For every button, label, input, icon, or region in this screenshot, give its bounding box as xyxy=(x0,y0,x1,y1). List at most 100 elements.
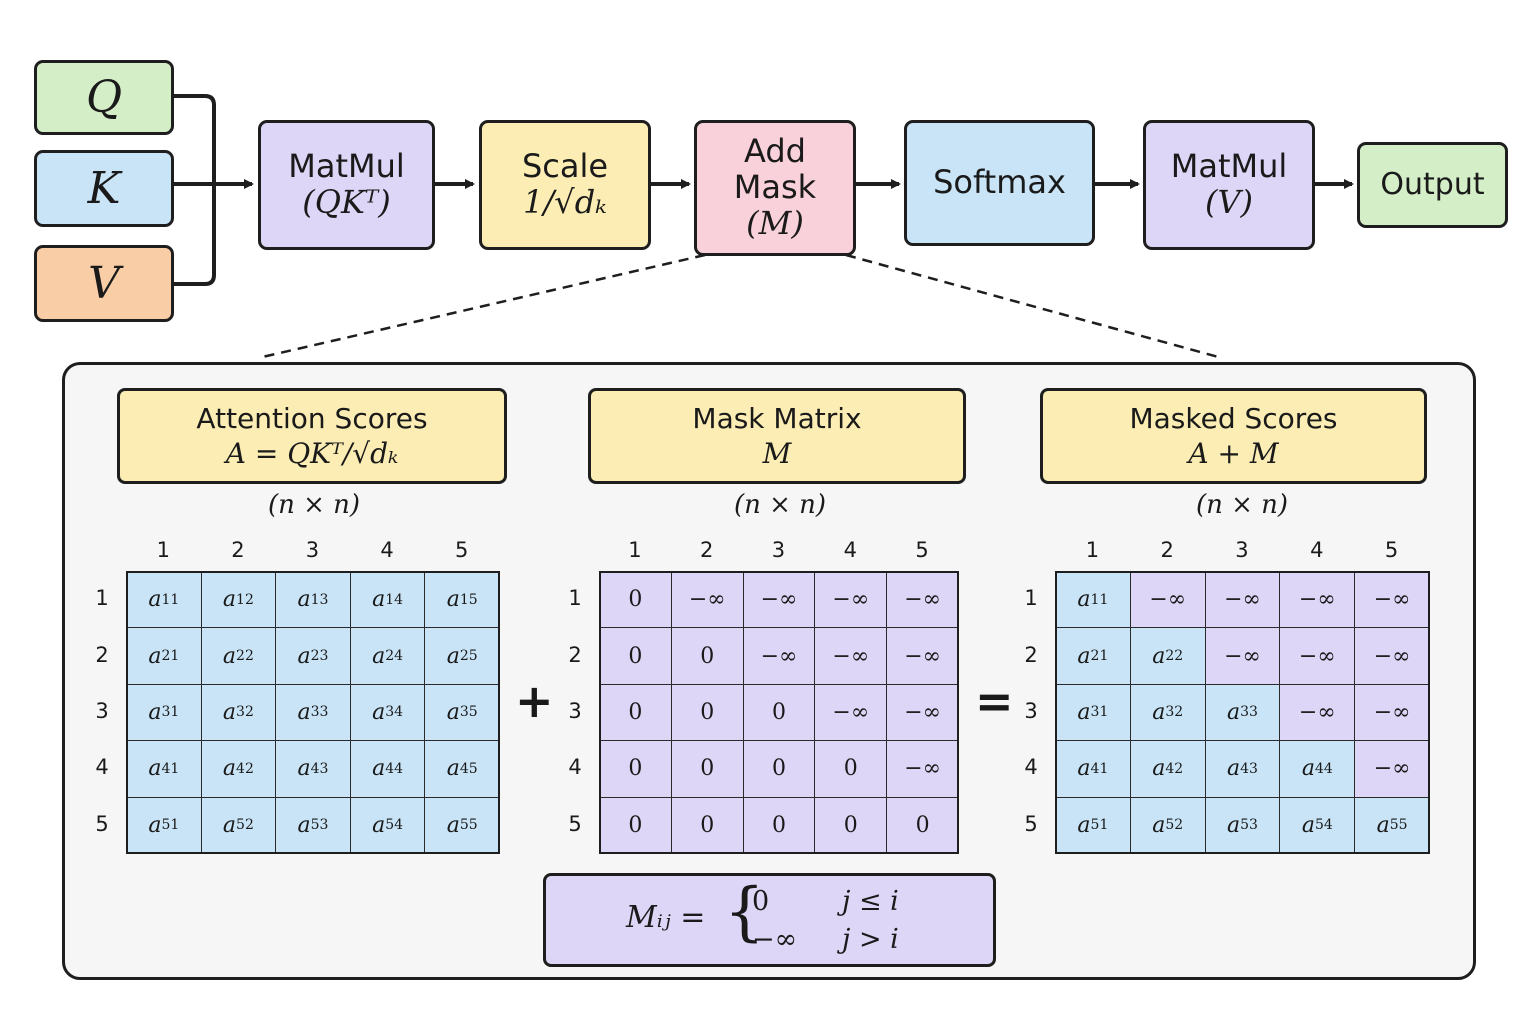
attention-scores-formula: A = QKᵀ/√dₖ xyxy=(225,437,399,470)
mask-dims: (n × n) xyxy=(733,490,827,520)
add-mask-node: Add Mask (M) xyxy=(694,120,856,256)
attention-row-index: 5 xyxy=(95,811,109,836)
matmul-qk-node: MatMul (QKᵀ) xyxy=(258,120,435,250)
masked-cell: −∞ xyxy=(1354,683,1430,742)
mask-cell: −∞ xyxy=(814,627,888,685)
case2-condition: j > i xyxy=(842,924,899,955)
mask-definition-lhs: Mᵢⱼ = xyxy=(626,900,706,935)
matmul-v-formula: (V) xyxy=(1204,183,1254,221)
mask-cell: −∞ xyxy=(742,627,816,685)
q-connector xyxy=(172,94,216,184)
mask-row-index: 2 xyxy=(568,642,582,667)
output-node: Output xyxy=(1357,142,1508,228)
mask-cell: −∞ xyxy=(886,740,959,798)
masked-scores-title: Masked Scores xyxy=(1129,402,1338,435)
masked-row-index: 4 xyxy=(1024,755,1038,780)
masked-col-index: 3 xyxy=(1235,538,1249,562)
attention-scores-title: Attention Scores xyxy=(196,402,428,435)
case1-value: 0 xyxy=(752,886,770,917)
attention-col-index: 3 xyxy=(305,538,320,562)
masked-row-index: 1 xyxy=(1024,586,1038,611)
mask-matrix-title: Mask Matrix xyxy=(692,402,862,435)
masked-scores-formula: A + M xyxy=(1188,437,1279,470)
masked-matrix-frame xyxy=(1055,571,1430,854)
masked-col-index: 1 xyxy=(1085,538,1100,562)
scale-formula: 1/√dₖ xyxy=(523,183,607,221)
mask-cell: 0 xyxy=(670,740,744,798)
attention-matrix-frame xyxy=(126,571,500,854)
matmul-qk-label: MatMul xyxy=(288,147,405,186)
masked-row-index: 2 xyxy=(1024,642,1038,667)
scale-node: Scale 1/√dₖ xyxy=(479,120,651,250)
softmax-label: Softmax xyxy=(933,163,1066,202)
output-label: Output xyxy=(1380,167,1485,203)
v-label: V xyxy=(88,257,120,309)
add-mask-label-line2: Mask xyxy=(733,168,817,207)
case1-condition: j ≤ i xyxy=(842,886,899,917)
masked-col-index: 4 xyxy=(1310,538,1324,562)
k-input-node: K xyxy=(34,150,174,227)
attention-col-index: 5 xyxy=(455,538,469,562)
mask-col-index: 1 xyxy=(628,538,642,562)
masked-cell: −∞ xyxy=(1354,740,1430,798)
matmul-v-node: MatMul (V) xyxy=(1143,120,1315,250)
mask-cell: 0 xyxy=(814,740,888,798)
mask-row-index: 4 xyxy=(568,755,582,780)
attention-row-index: 2 xyxy=(95,642,109,667)
mask-cell: 0 xyxy=(670,683,744,742)
attention-scores-header: Attention Scores A = QKᵀ/√dₖ xyxy=(117,388,507,484)
masked-row-index: 3 xyxy=(1024,699,1038,723)
mask-matrix-frame xyxy=(599,571,959,854)
q-label: Q xyxy=(85,71,123,123)
mask-cell: −∞ xyxy=(814,683,888,742)
attention-row-index: 4 xyxy=(95,755,109,780)
add-mask-formula: (M) xyxy=(746,203,804,242)
zoom-line-right xyxy=(845,253,1223,360)
attention-col-index: 1 xyxy=(156,538,170,562)
softmax-node: Softmax xyxy=(904,120,1095,246)
v-connector xyxy=(172,184,216,286)
mask-cell: 0 xyxy=(670,627,744,685)
masked-cell: −∞ xyxy=(1279,627,1356,685)
mask-cell: 0 xyxy=(599,571,672,629)
equals-operator: = xyxy=(975,674,1014,728)
mask-cell: 0 xyxy=(599,796,672,854)
mask-cell: 0 xyxy=(742,740,816,798)
masked-dims: (n × n) xyxy=(1195,490,1289,520)
masked-col-index: 5 xyxy=(1384,538,1399,562)
mask-col-index: 2 xyxy=(700,538,714,562)
attention-col-index: 4 xyxy=(380,538,394,562)
mask-col-index: 5 xyxy=(915,538,929,562)
mask-matrix-formula: M xyxy=(762,437,792,470)
plus-operator: + xyxy=(515,674,554,728)
attention-dims: (n × n) xyxy=(267,490,361,520)
case2-value: −∞ xyxy=(752,924,798,955)
scale-label: Scale xyxy=(521,147,609,186)
mask-cell: −∞ xyxy=(886,627,959,685)
k-label: K xyxy=(87,162,121,214)
q-input-node: Q xyxy=(34,60,174,135)
mask-matrix-header: Mask Matrix M xyxy=(588,388,966,484)
attention-row-index: 3 xyxy=(95,699,109,723)
mask-row-index: 1 xyxy=(568,586,582,611)
masked-row-index: 5 xyxy=(1024,811,1038,836)
mask-cell: 0 xyxy=(886,796,959,854)
